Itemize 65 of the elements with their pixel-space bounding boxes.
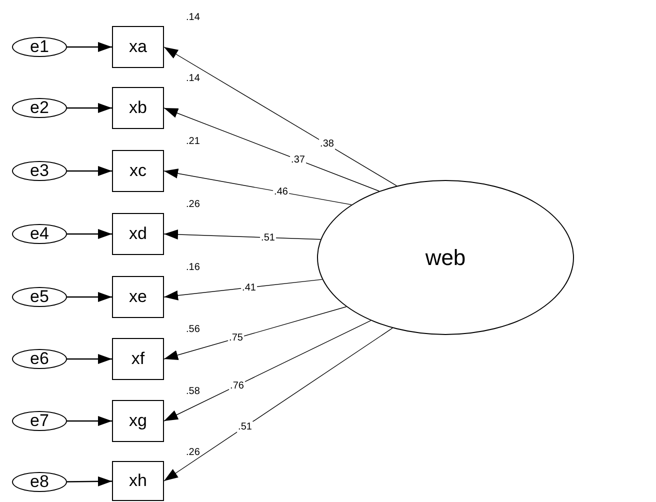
- error-ellipse: [12, 98, 67, 118]
- variance-value: .26: [186, 447, 200, 458]
- error-ellipse: [12, 161, 67, 181]
- variable-box: [112, 213, 164, 255]
- arrow: [164, 229, 321, 240]
- arrow: [67, 42, 112, 52]
- edge-label: .41: [241, 282, 257, 294]
- variable-box: [112, 26, 164, 68]
- edge-label: .38: [319, 138, 335, 150]
- arrow: [164, 108, 380, 192]
- variable-name: xd: [129, 224, 147, 244]
- variance-value: .16: [186, 262, 200, 273]
- arrow: [67, 229, 112, 239]
- arrow: [164, 279, 323, 300]
- variable-name: xh: [129, 471, 147, 491]
- edge-label: .46: [273, 186, 289, 198]
- variable-name: xa: [129, 37, 147, 57]
- edge-label: .76: [229, 380, 245, 392]
- variable-name: e2: [30, 98, 49, 118]
- arrow: [164, 328, 393, 482]
- variance-value: .56: [186, 324, 200, 335]
- variable-name: xc: [130, 161, 146, 181]
- variable-name: web: [425, 244, 466, 270]
- variance-value: .14: [186, 12, 200, 23]
- arrow: [66, 476, 112, 486]
- error-ellipse: [12, 37, 67, 57]
- variable-name: e5: [30, 287, 49, 307]
- variance-value: .26: [186, 199, 200, 210]
- variable-name: xg: [129, 411, 147, 431]
- error-ellipse: [12, 287, 67, 307]
- arrow: [67, 292, 112, 302]
- error-ellipse: [12, 472, 67, 492]
- variable-box: [112, 276, 164, 318]
- variable-name: xb: [129, 98, 147, 118]
- error-ellipse: [12, 224, 67, 244]
- variable-box: [112, 461, 164, 501]
- variance-value: .21: [186, 136, 200, 147]
- arrow: [67, 354, 112, 364]
- edge-label: .37: [290, 154, 306, 166]
- arrow: [164, 168, 352, 206]
- arrow: [164, 306, 347, 360]
- arrow: [164, 320, 372, 422]
- arrow: [67, 103, 112, 113]
- variable-name: e8: [30, 472, 49, 492]
- arrow: [67, 166, 112, 176]
- variable-box: [112, 150, 164, 192]
- variable-name: e1: [30, 37, 49, 57]
- variance-value: .58: [186, 386, 200, 397]
- arrow: [67, 416, 112, 426]
- variable-box: [112, 338, 164, 380]
- edge-label: .51: [260, 232, 276, 244]
- variable-name: e7: [30, 411, 49, 431]
- error-ellipse: [12, 411, 67, 431]
- variable-name: xf: [131, 349, 145, 369]
- variable-name: xe: [129, 287, 147, 307]
- edge-label: .75: [228, 332, 244, 344]
- variance-value: .14: [186, 73, 200, 84]
- variable-name: e4: [30, 224, 49, 244]
- variable-name: e6: [30, 349, 49, 369]
- edge-label: .51: [237, 421, 253, 432]
- error-ellipse: [12, 349, 67, 369]
- arrow: [164, 46, 398, 186]
- variable-box: [112, 400, 164, 442]
- variable-name: e3: [30, 161, 49, 181]
- variable-box: [112, 87, 164, 129]
